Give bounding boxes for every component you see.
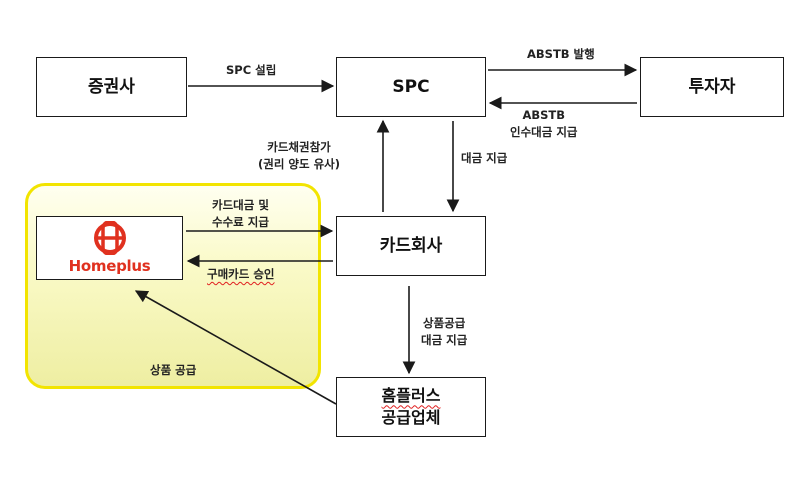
label-abstb-take-line2: 인수대금 지급 [510,124,578,139]
label-spc-setup: SPC 설립 [226,63,277,77]
securities-label: 증권사 [88,76,135,97]
label-supplier-payment: 상품공급 대금 지급 [421,315,467,348]
label-abstb-issue: ABSTB 발행 [527,47,595,61]
supplier-label-line2: 공급업체 [381,408,441,427]
card-company-label: 카드회사 [379,235,443,256]
label-abstb-take-line1: ABSTB [522,108,566,122]
supplier-label-line1: 홈플러스 [381,386,441,406]
investor-node: 투자자 [640,57,784,117]
homeplus-logo-icon [94,221,126,255]
label-payment-to-card: 대금 지급 [461,151,508,165]
investor-label: 투자자 [688,76,736,97]
homeplus-node: Homeplus [36,216,183,280]
spc-node: SPC [336,57,486,117]
label-card-receivable: 카드채권참가 (권리 양도 유사) [258,139,340,172]
label-supplier-payment-line1: 상품공급 [423,316,466,330]
label-supplier-payment-line2: 대금 지급 [421,332,468,347]
label-card-payment-line2: 수수료 지급 [212,214,269,229]
label-abstb-take: ABSTB 인수대금 지급 [510,107,577,140]
label-card-receivable-line2: (권리 양도 유사) [258,156,340,171]
spc-label: SPC [392,76,430,97]
label-card-approval: 구매카드 승인 [207,267,275,281]
securities-node: 증권사 [36,57,187,117]
label-card-receivable-line1: 카드채권참가 [267,140,331,154]
label-card-payment-line1: 카드대금 및 [212,198,269,212]
homeplus-logo-text: Homeplus [68,257,151,275]
supplier-node: 홈플러스 공급업체 [336,377,486,437]
label-product-supply: 상품 공급 [150,363,197,377]
card-company-node: 카드회사 [336,216,486,276]
arrow-supplier-to-homeplus [134,290,337,405]
label-card-payment: 카드대금 및 수수료 지급 [212,197,269,230]
